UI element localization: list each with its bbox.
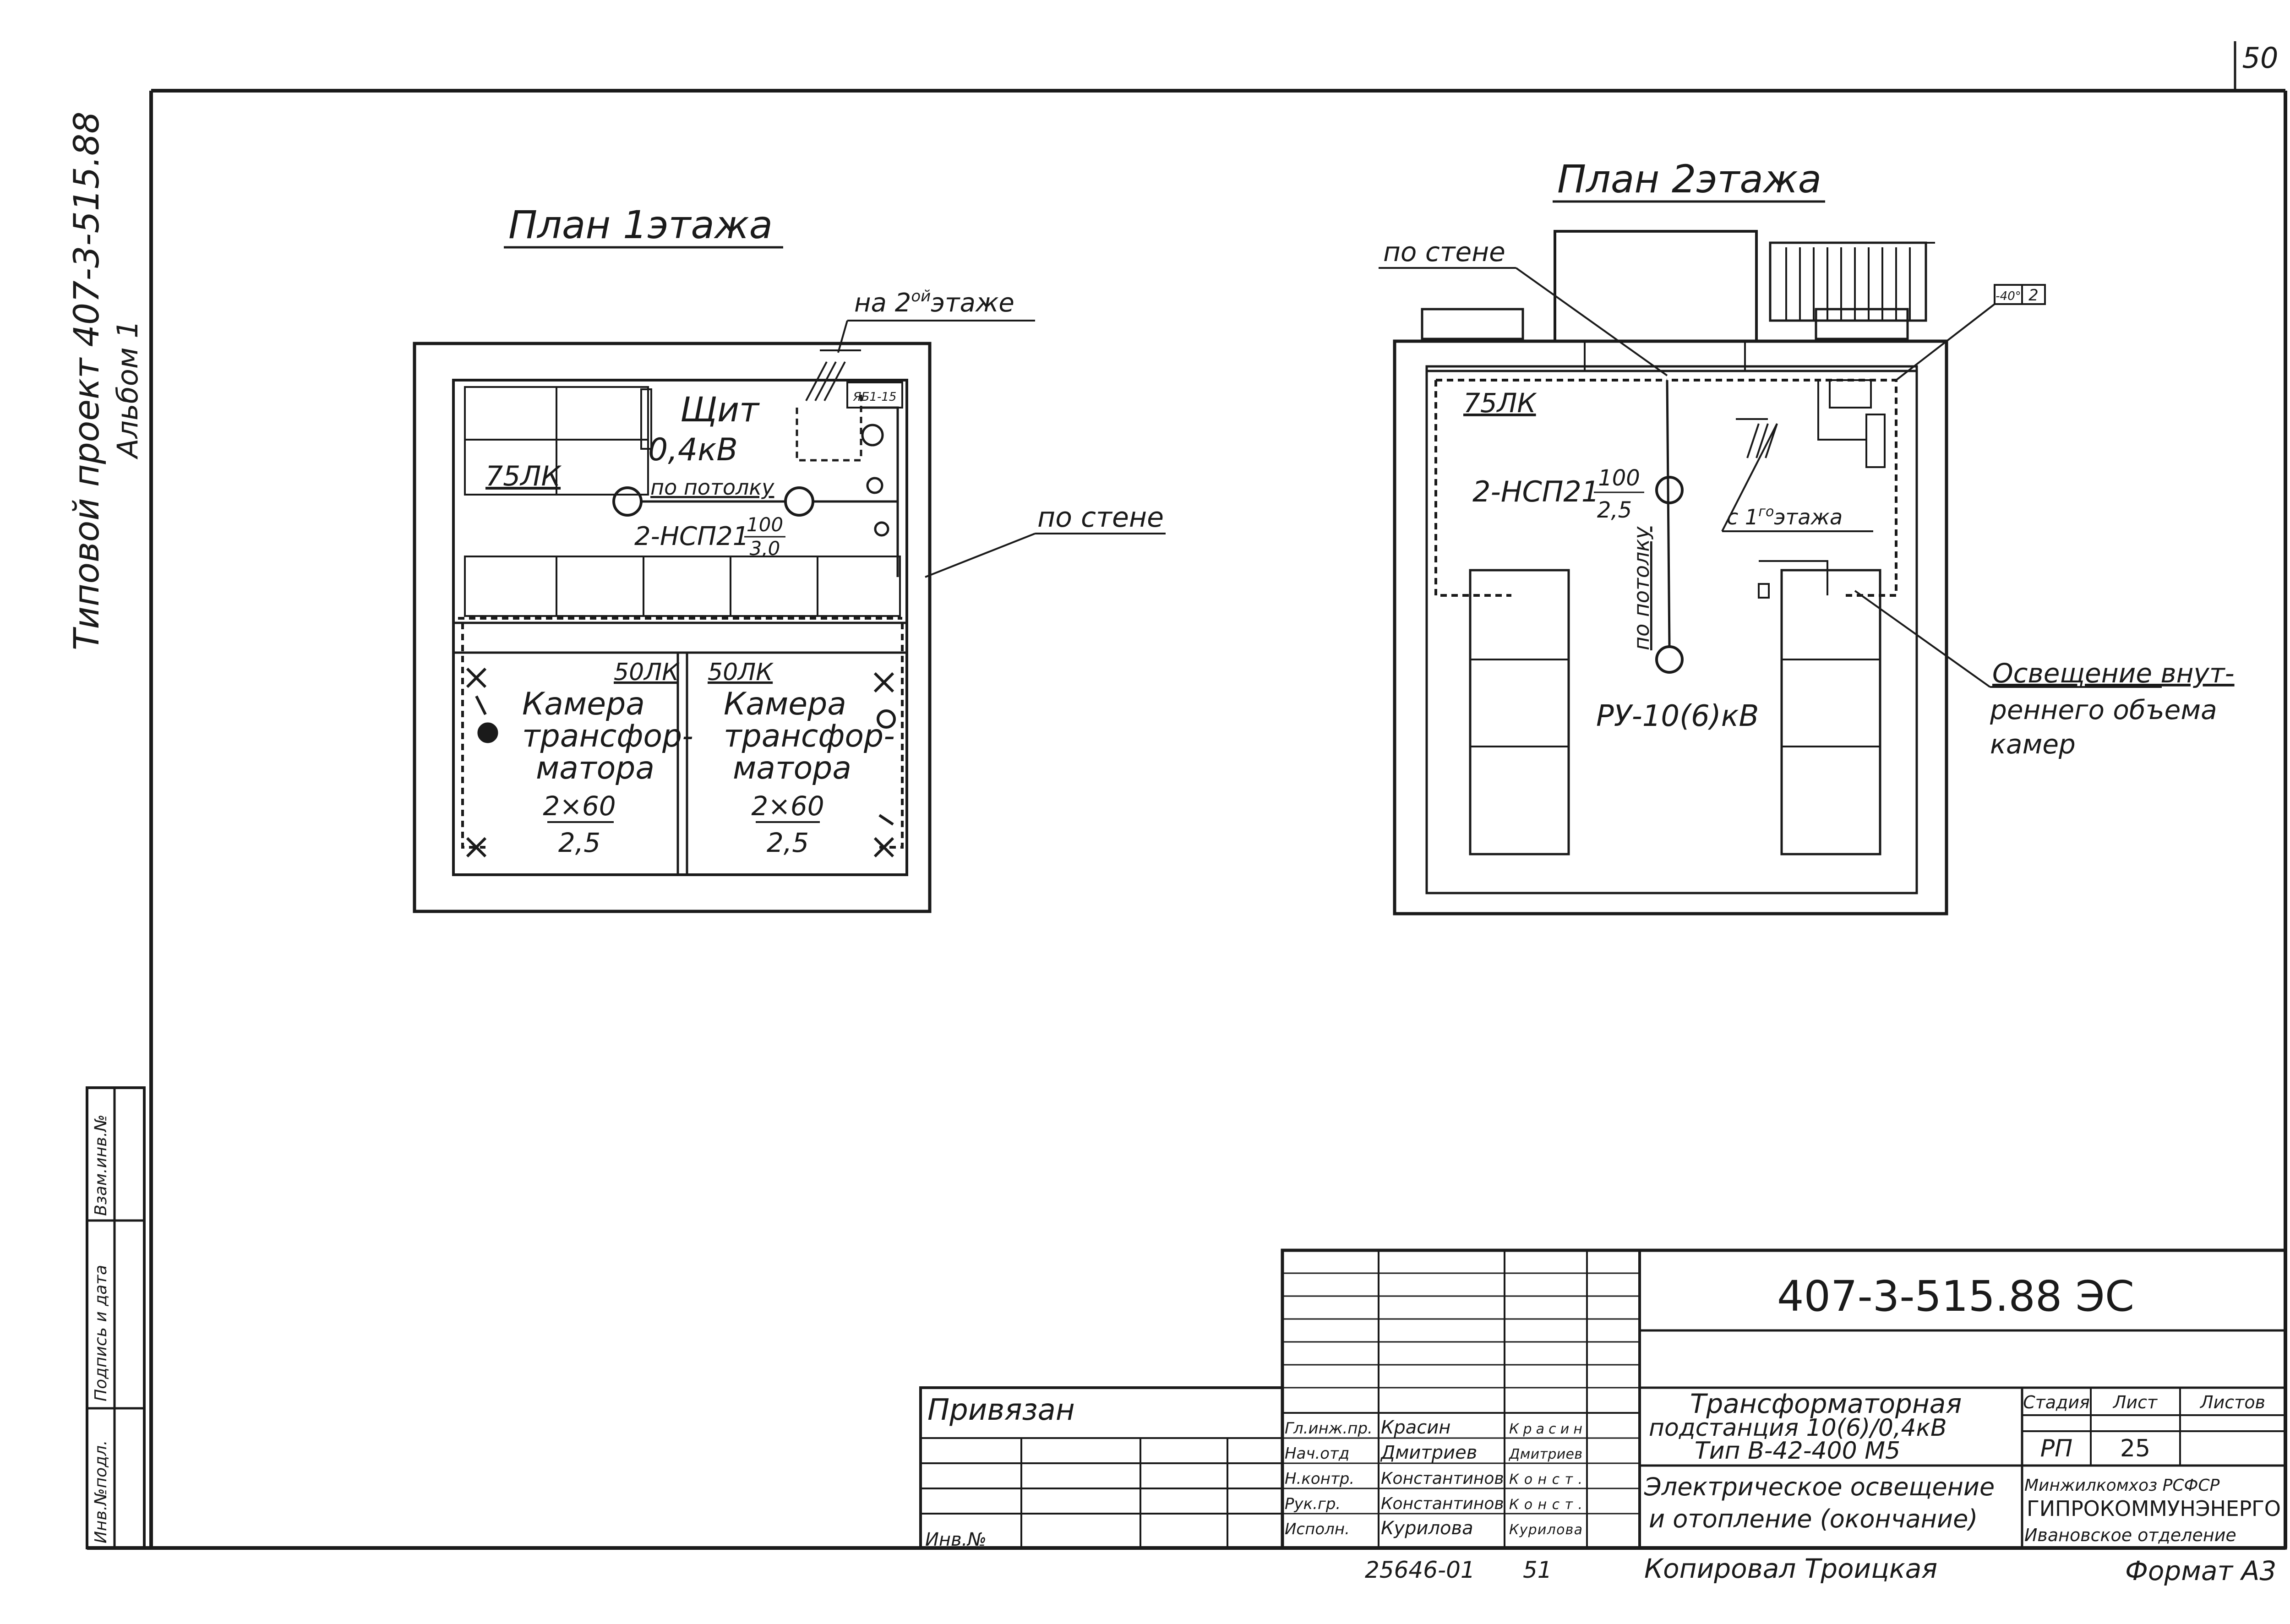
plan2-lamp-label: 2-НСП21 (1472, 475, 1599, 508)
sig-chief-engineer: Красин (1509, 1421, 1582, 1437)
plan2-tag-box-right: 2 (2028, 286, 2039, 305)
plan1-panel-voltage: 0,4кВ (648, 432, 738, 468)
plan1-note-on-wall: по стене (1037, 501, 1164, 534)
title-block: 407-3-515.88 ЭС Привязан Инв.№ Гл.инж.пр… (919, 1248, 2287, 1586)
name-chief-engineer: Красин (1381, 1417, 1450, 1438)
col-stage: Стадия (2023, 1392, 2090, 1412)
sheet-value: 25 (2120, 1435, 2150, 1462)
plan2-ru-label: РУ-10(6)кВ (1596, 699, 1759, 733)
name-dept-head: Дмитриев (1380, 1442, 1477, 1463)
plan2-lamp-frac-top: 100 (1598, 465, 1640, 491)
plan1-title: План 1этажа (508, 202, 773, 247)
plan1-lamp-label: 2-НСП21 (634, 522, 749, 551)
plan1-panel-label: Щит (680, 390, 760, 430)
plan1-note-second-floor: на 2ойэтаже (854, 287, 1014, 318)
bound-label: Привязан (927, 1393, 1075, 1427)
left-margin: Типовой проект 407-3-515.88 Альбом 1 Инв… (66, 111, 146, 1549)
sig-dept-head: Дмитриев (1508, 1446, 1582, 1462)
role-dept-head: Нач.отд (1285, 1444, 1349, 1463)
chamber-left-line3: матора (536, 750, 654, 786)
name-norm-control: Константинов (1381, 1469, 1504, 1488)
doc-code: 407-3-515.88 ЭС (1777, 1272, 2134, 1321)
page-number: 50 (2242, 41, 2279, 75)
strip-label-replace: Взам.инв.№ (92, 1114, 110, 1216)
chamber-left-line2: трансфор- (522, 718, 693, 754)
chamber-right-line1: Камера (724, 686, 846, 722)
sig-executor: Курилова (1509, 1522, 1582, 1538)
plan1-lamp-frac-bottom: 3,0 (750, 537, 780, 560)
name-group-head: Константинов (1381, 1494, 1504, 1513)
chamber-right-frac-bottom: 2,5 (767, 827, 809, 858)
plan2-lamp-frac-bottom: 2,5 (1597, 497, 1632, 523)
role-executor: Исполн. (1285, 1520, 1350, 1538)
plan2-internal-light-1: Освещение внут- (1992, 658, 2235, 689)
org-institute: ГИПРОКОММУНЭНЕРГО (2027, 1496, 2281, 1521)
col-sheet: Лист (2112, 1392, 2158, 1412)
stage-value: РП (2040, 1435, 2072, 1462)
strip-label-signature: Подпись и дата (92, 1265, 110, 1401)
plan2-note-on-wall: по стене (1383, 236, 1505, 267)
paper-format: Формат А3 (2125, 1555, 2276, 1586)
chamber-right-line3: матора (733, 750, 851, 786)
footer-sheet: 51 (1523, 1557, 1552, 1583)
chamber-right-lux: 50ЛК (708, 659, 774, 686)
sheet-title-1: Электрическое освещение (1644, 1472, 1995, 1501)
margin-album: Альбом 1 (111, 320, 144, 460)
chamber-left-lux: 50ЛК (614, 659, 680, 686)
sig-norm-control: Конст. (1509, 1471, 1582, 1488)
chamber-left-frac-bottom: 2,5 (558, 827, 600, 858)
stair-steps (1785, 242, 1935, 321)
plan1-lamp-frac-top: 100 (747, 513, 783, 536)
plan2-note-on-ceiling: по потолку (1629, 526, 1654, 650)
plan2-title: План 2этажа (1557, 157, 1821, 202)
sig-group-head: Конст. (1509, 1497, 1582, 1513)
col-sheets: Листов (2199, 1392, 2265, 1412)
strip-label-inv: Инв.№подл. (92, 1440, 110, 1543)
org-branch: Ивановское отделение (2024, 1525, 2236, 1545)
plan2-internal-light-2: реннего объема (1990, 694, 2217, 725)
org-ministry: Минжилкомхоз РСФСР (2024, 1476, 2220, 1495)
chamber-left-line1: Камера (522, 686, 645, 722)
plan-second-floor: План 2этажа (1379, 157, 2235, 916)
role-norm-control: Н.контр. (1285, 1470, 1354, 1488)
chamber-left-lamps (466, 667, 498, 858)
plan-first-floor: План 1этажа ЯБ1-15 (413, 202, 1166, 913)
sheet-title-2: и отопление (окончание) (1649, 1504, 1978, 1533)
project-title-2: подстанция 10(6)/0,4кВ (1649, 1414, 1947, 1442)
plan2-note-from-first: с 1гоэтажа (1727, 504, 1843, 529)
role-chief-engineer: Гл.инж.пр. (1285, 1419, 1373, 1438)
project-title-3: Тип В-42-400 М5 (1695, 1437, 1900, 1465)
plan2-lux-main: 75ЛК (1463, 387, 1537, 419)
inv-label: Инв.№ (925, 1529, 987, 1550)
margin-project-title: Типовой проект 407-3-515.88 (66, 111, 107, 650)
plan1-panel-tag: ЯБ1-15 (853, 390, 897, 404)
project-title-1: Трансформаторная (1690, 1388, 1962, 1419)
chamber-right-frac-top: 2×60 (751, 790, 824, 822)
name-executor: Курилова (1381, 1518, 1473, 1539)
chamber-right-line2: трансфор- (724, 718, 895, 754)
plan2-internal-light-3: камер (1990, 729, 2076, 760)
sheet-frame: 50 (87, 41, 2287, 1550)
chamber-right-lamps (873, 672, 896, 858)
footer-number: 25646-01 (1365, 1557, 1475, 1583)
plan1-note-on-ceiling: по потолку (650, 475, 774, 500)
plan1-lux-main: 75ЛК (485, 460, 562, 492)
chamber-left-frac-top: 2×60 (543, 790, 616, 822)
plan2-tag-box-left: -40° (1996, 289, 2021, 303)
role-group-head: Рук.гр. (1285, 1495, 1341, 1513)
copied-by: Копировал Троицкая (1644, 1553, 1937, 1584)
